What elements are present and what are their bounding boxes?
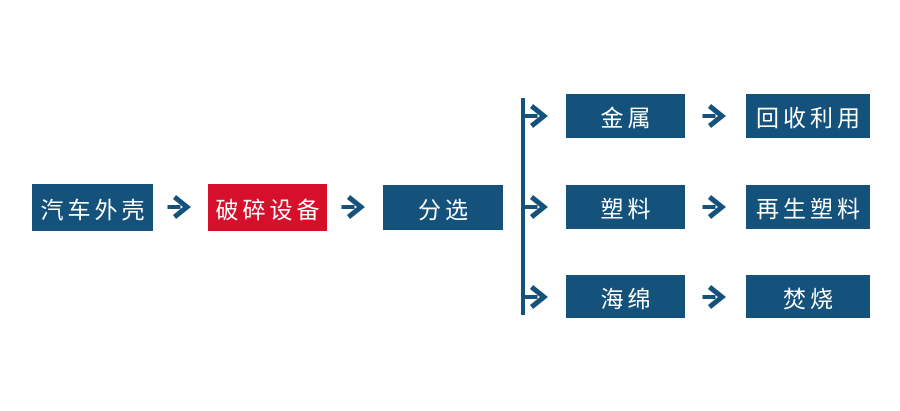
arrow-right-icon — [341, 195, 365, 219]
arrow-right-icon — [524, 285, 548, 309]
arrow-right-icon — [702, 104, 726, 128]
flow-node-label: 分选 — [418, 196, 472, 223]
branch-node-label: 焚烧 — [783, 285, 837, 312]
branch-node-incineration: 焚烧 — [746, 275, 870, 318]
branch-node-sponge: 海绵 — [566, 275, 685, 318]
branch-node-label: 再生塑料 — [756, 196, 864, 222]
branch-node-plastic: 塑料 — [566, 185, 685, 229]
flow-node-label: 汽车外壳 — [40, 196, 149, 223]
flow-node-car-shell: 汽车外壳 — [32, 184, 153, 231]
branch-node-recycling: 回收利用 — [746, 94, 870, 138]
arrow-right-icon — [702, 195, 726, 219]
arrow-right-icon — [524, 104, 548, 128]
branch-node-label: 塑料 — [600, 196, 655, 222]
flow-node-crushing-equipment: 破碎设备 — [208, 184, 327, 231]
flow-node-sorting: 分选 — [383, 185, 503, 230]
arrow-right-icon — [167, 195, 191, 219]
flow-node-label: 破碎设备 — [215, 196, 324, 223]
branch-connector-line — [521, 98, 525, 315]
arrow-right-icon — [702, 285, 726, 309]
branch-node-label: 回收利用 — [756, 105, 864, 131]
branch-node-label: 海绵 — [600, 285, 655, 312]
branch-node-recycled-plastic: 再生塑料 — [746, 185, 870, 229]
branch-node-label: 金属 — [600, 105, 655, 131]
branch-node-metal: 金属 — [566, 94, 685, 138]
arrow-right-icon — [524, 195, 548, 219]
